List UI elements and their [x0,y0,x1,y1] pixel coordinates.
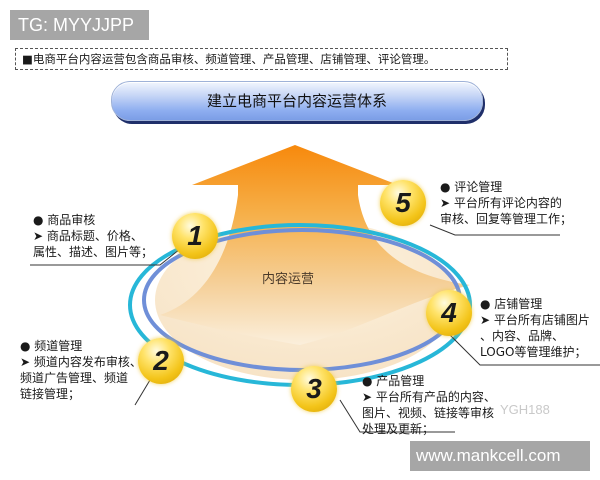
leader-line-3 [339,399,455,433]
page-title: 建立电商平台内容运营体系 [111,81,483,121]
node-line: 频道广告管理、频道 [20,371,129,385]
node-heading: ● 产品管理 [362,374,425,388]
node-ball-2: 2 [138,338,184,384]
leader-line-5 [429,224,560,236]
up-arrow-shape [160,145,470,345]
leader-line-4 [444,329,600,366]
node-line: 属性、描述、图片等； [33,245,154,259]
node-line: ➤ 平台所有评论内容的 [440,196,562,210]
node-line: 链接管理； [20,387,81,401]
node-ball-3: 3 [291,366,337,412]
node-line: 审核、回复等管理工作； [440,212,573,226]
leader-line-2 [134,379,151,406]
leader-line-1 [30,244,186,266]
node-heading: ● 店铺管理 [480,297,543,311]
node-heading: ● 频道管理 [20,339,83,353]
watermark-mid: YGH188 [500,402,550,417]
node-ball-5: 5 [380,180,426,226]
node-line: ➤ 平台所有产品的内容、 [362,390,496,404]
summary-box: ■电商平台内容运营包含商品审核、频道管理、产品管理、店铺管理、评论管理。 [15,48,508,70]
node-line: ➤ 平台所有店铺图片 [480,313,590,327]
node-line: ➤ 频道内容发布审核、 [20,355,142,369]
watermark-tag-bottom: www.mankcell.com [410,441,590,471]
node-label-3: ● 产品管理 ➤ 平台所有产品的内容、 图片、视频、链接等审核 处理及更新； [362,373,496,437]
node-line: 图片、视频、链接等审核 [362,406,495,420]
center-label: 内容运营 [262,272,315,287]
node-ball-1: 1 [172,213,218,259]
node-label-1: ● 商品审核 ➤ 商品标题、价格、 属性、描述、图片等； [33,212,153,260]
node-line: 处理及更新； [362,422,435,436]
node-label-4: ● 店铺管理 ➤ 平台所有店铺图片 、内容、品牌、 LOGO等管理维护； [480,296,590,360]
node-line: LOGO等管理维护； [480,345,587,359]
node-label-2: ● 频道管理 ➤ 频道内容发布审核、 频道广告管理、频道 链接管理； [20,338,142,402]
node-line: 、内容、品牌、 [480,329,565,343]
node-label-5: ● 评论管理 ➤ 平台所有评论内容的 审核、回复等管理工作； [440,179,572,227]
node-heading: ● 评论管理 [440,180,503,194]
node-heading: ● 商品审核 [33,213,96,227]
summary-text: 电商平台内容运营包含商品审核、频道管理、产品管理、店铺管理、评论管理。 [32,52,436,66]
node-ball-4: 4 [426,290,472,336]
watermark-tag-top: TG: MYYJJPP [10,10,149,40]
square-bullet-icon: ■ [22,52,33,66]
node-line: ➤ 商品标题、价格、 [33,229,143,243]
